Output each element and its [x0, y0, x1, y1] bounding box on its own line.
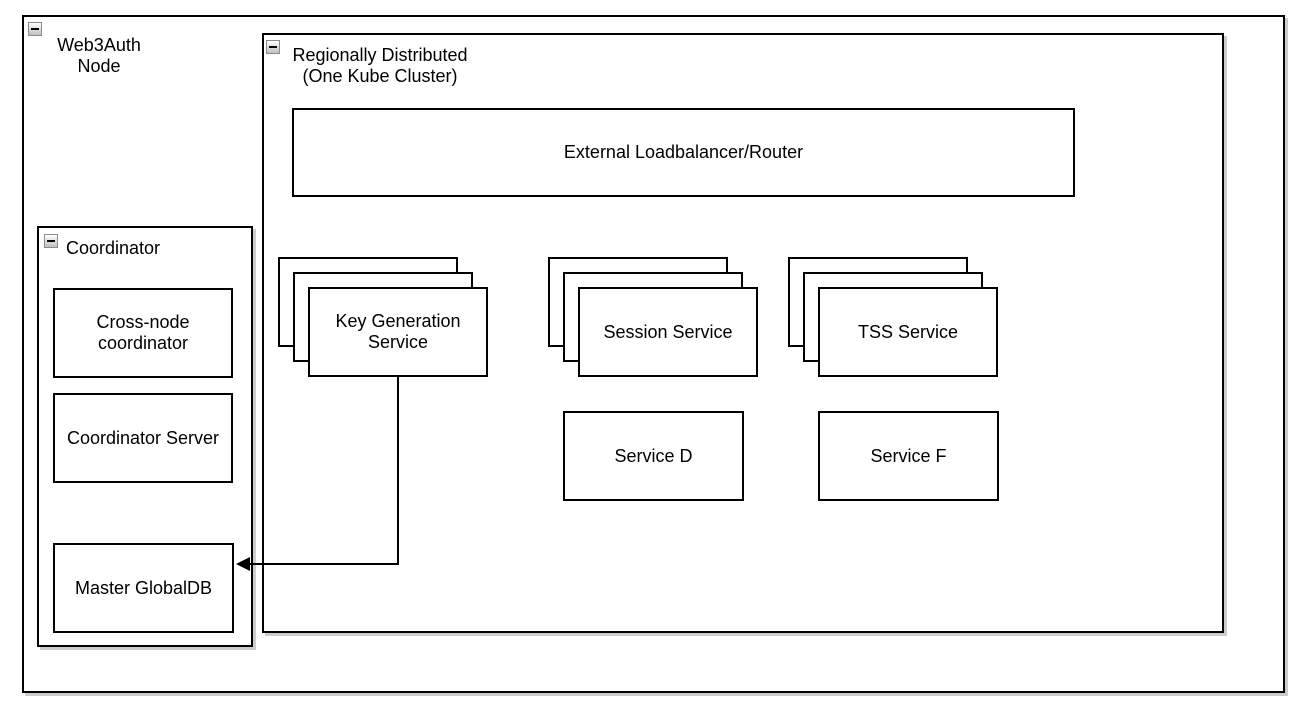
box-label: Coordinator Server — [66, 427, 220, 448]
box-tss-service[interactable]: TSS Service — [818, 287, 998, 377]
box-label: Service F — [870, 445, 947, 466]
regionally-distributed-label: Regionally Distributed (One Kube Cluster… — [292, 45, 468, 86]
box-label: Master GlobalDB — [74, 577, 213, 598]
box-cross-node-coordinator[interactable]: Cross-node coordinator — [53, 288, 233, 378]
box-coordinator-server[interactable]: Coordinator Server — [53, 393, 233, 483]
coordinator-label: Coordinator — [66, 238, 161, 258]
box-session-service[interactable]: Session Service — [578, 287, 758, 377]
collapse-minus-icon[interactable] — [44, 234, 58, 248]
stack-tss-service[interactable]: TSS Service — [788, 257, 998, 377]
box-external-loadbalancer[interactable]: External Loadbalancer/Router — [292, 108, 1075, 197]
stack-key-generation-service[interactable]: Key Generation Service — [278, 257, 488, 377]
minus-bar — [269, 46, 277, 48]
box-service-d[interactable]: Service D — [563, 411, 744, 501]
box-master-globaldb[interactable]: Master GlobalDB — [53, 543, 234, 633]
box-label: Session Service — [603, 321, 733, 342]
stack-session-service[interactable]: Session Service — [548, 257, 758, 377]
box-service-f[interactable]: Service F — [818, 411, 999, 501]
box-label: Service D — [614, 445, 693, 466]
box-label: Key Generation Service — [335, 311, 461, 352]
minus-bar — [47, 240, 55, 242]
box-label: External Loadbalancer/Router — [563, 142, 804, 162]
collapse-minus-icon[interactable] — [266, 40, 280, 54]
minus-bar — [31, 28, 39, 30]
box-label: Cross-node coordinator — [96, 312, 190, 353]
box-key-generation-service[interactable]: Key Generation Service — [308, 287, 488, 377]
collapse-minus-icon[interactable] — [28, 22, 42, 36]
web3auth-node-label: Web3Auth Node — [57, 35, 141, 76]
box-label: TSS Service — [857, 321, 959, 342]
